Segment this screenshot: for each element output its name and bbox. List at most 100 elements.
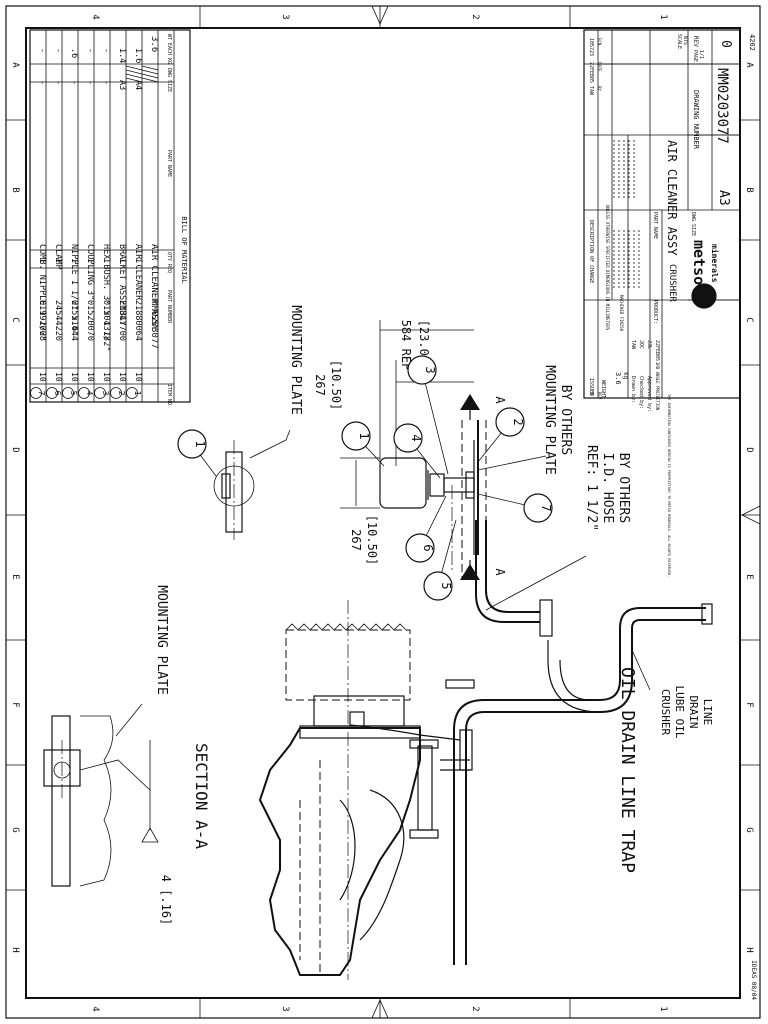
hose-ref-2: I.D. HOSE xyxy=(600,453,615,523)
bom-part-number: 21880064 xyxy=(133,300,143,341)
bom-part-name: COUPLING 3" xyxy=(85,244,95,300)
svg-text:A: A xyxy=(10,62,20,68)
title-approved-by: JJL xyxy=(646,340,652,349)
title-company: metso xyxy=(690,240,708,285)
bom-item-number: 6 xyxy=(53,391,62,396)
item-balloon xyxy=(341,421,371,451)
item-balloon-number: 3 xyxy=(423,366,437,373)
bom-qty: 1 xyxy=(117,258,127,263)
title-checked-by: JOC xyxy=(638,340,644,349)
dim-267a: 267 xyxy=(349,529,363,551)
bom-wt: - xyxy=(85,48,95,53)
svg-text:D: D xyxy=(10,447,20,452)
bom-part-number: 24544220 xyxy=(53,300,63,341)
bom-size: A4 xyxy=(133,80,143,90)
section-marker-a-bottom: A xyxy=(493,568,507,576)
dim-584: 584 REF xyxy=(399,320,413,371)
sheet-code: 4262 xyxy=(748,34,756,51)
bom-size: - xyxy=(53,80,63,85)
bom-qty: 1 xyxy=(69,258,79,263)
svg-text:B: B xyxy=(10,187,20,192)
hose-ref-1: REF: 1 1/2" xyxy=(584,445,599,531)
svg-text:E: E xyxy=(744,574,754,579)
drawing-title: OIL DRAIN LINE TRAP xyxy=(617,667,638,873)
bom-size: - xyxy=(69,80,79,85)
zone-top-3: 3 xyxy=(280,14,290,19)
bom-part-number: 01504378 xyxy=(101,300,111,341)
item-balloon xyxy=(495,407,525,437)
bom-wt: - xyxy=(101,48,111,53)
bom-wt: .6 xyxy=(69,48,79,58)
bom-item-code: 10 xyxy=(86,372,95,382)
u-trap xyxy=(559,659,591,701)
svg-text:F: F xyxy=(10,702,20,707)
bom-item-balloon xyxy=(78,387,90,399)
bom-qty: 1 xyxy=(85,258,95,263)
bom-item-number: 3 xyxy=(101,391,110,396)
item-balloon-number: 6 xyxy=(421,544,435,551)
bom-item-balloon xyxy=(110,387,122,399)
bom-part-name: CLAMP xyxy=(53,244,63,270)
title-checked-by-label: Checked by: xyxy=(638,376,644,409)
title-drawing-number-label: DRAWING NUMBER xyxy=(692,90,700,150)
item-balloon xyxy=(177,429,207,459)
bom-qty: 1 xyxy=(133,258,143,263)
bom-part-number: 01992008 xyxy=(37,300,47,341)
bom-item-balloon xyxy=(46,387,58,399)
bom-header-part-name: PART NAME xyxy=(166,150,172,177)
hose-ref-3: BY OTHERS xyxy=(616,453,631,523)
bom-item-number: 2 xyxy=(117,391,126,396)
bom-item-code: 10 xyxy=(38,372,47,382)
item-balloon xyxy=(523,493,553,523)
bom-item-code: 10 xyxy=(70,372,79,382)
item-balloon-number: 2 xyxy=(511,418,525,425)
bom-part-name: AIR CLEANER xyxy=(133,244,143,301)
bom-item-code: 10 xyxy=(134,372,143,382)
mounting-plate-others-2: BY OTHERS xyxy=(558,385,573,455)
item-balloon-number: 4 xyxy=(409,434,423,441)
bom-header-part-number: PART NUMBER xyxy=(166,290,172,324)
bom-header-item: ITEM NO xyxy=(166,384,172,405)
bom-qty: 1 xyxy=(37,258,47,263)
bom-header-dwg-size: DWG SIZE xyxy=(166,68,172,92)
crusher-note-line: LUBE OIL xyxy=(673,686,686,739)
centering-mark-bottom xyxy=(371,999,389,1019)
air-cleaner-body xyxy=(379,457,427,509)
bom-top-part-name: AIR CLEANER ASSY xyxy=(149,244,159,331)
title-projection: 3RD ANGLE PROJECTION xyxy=(655,362,660,411)
title-weight-label: WEIGHT xyxy=(600,380,606,398)
bom-item-code: 10 xyxy=(118,372,127,382)
bom-part-number: 21347700 xyxy=(117,300,127,341)
zone-left-labels: H G F E D C B A xyxy=(10,62,20,952)
zone-top-2: 2 xyxy=(470,14,480,19)
item-balloon-number: 5 xyxy=(439,582,453,589)
title-scale-label: SCALE xyxy=(676,34,682,49)
title-col-by: BY xyxy=(597,86,602,91)
bom-item-number: 5 xyxy=(69,391,78,396)
title-drawn-by-label: Drawn by: xyxy=(630,376,636,403)
drain-pipe xyxy=(453,607,706,965)
section-label: SECTION A-A xyxy=(192,743,211,849)
bom-part-name: BRACKET ASSEMBLY xyxy=(117,244,127,326)
bom-wt: - xyxy=(37,48,47,53)
mounting-plate-label-2: MOUNTING PLATE xyxy=(288,305,303,415)
bom-wt: 1.6 xyxy=(133,48,143,63)
title-col-ecn: ECN xyxy=(597,38,602,46)
bom-part-number: 01520070 xyxy=(85,300,95,341)
bom-part-number: 01551444 xyxy=(69,300,79,341)
bom-item-balloon xyxy=(126,387,138,399)
bom-header-qty: QTY REQ xyxy=(166,252,172,273)
title-approved-by-label: Approved by: xyxy=(646,376,652,412)
bom-wt: - xyxy=(53,48,63,53)
title-drawing-number: MM0203077 xyxy=(714,68,730,144)
svg-text:C: C xyxy=(744,317,754,322)
title-weight: 3.6 xyxy=(614,372,622,385)
